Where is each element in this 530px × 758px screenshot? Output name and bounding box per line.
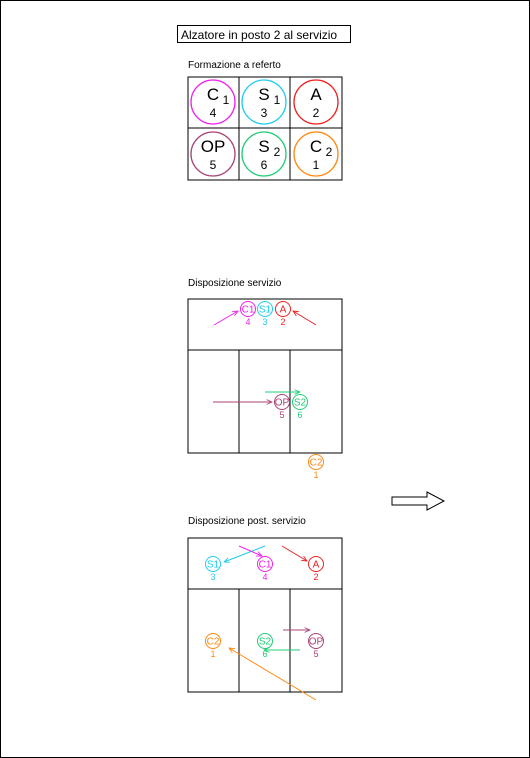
player-number: 1: [210, 649, 215, 659]
transition-arrow-icon: [391, 491, 446, 511]
player-number: 5: [313, 649, 318, 659]
post-player-a: A2: [308, 556, 324, 582]
player-role: A: [310, 85, 322, 104]
serve-label: Disposizione servizio: [188, 278, 282, 289]
player-number: 5: [279, 410, 284, 420]
player-number: 6: [262, 649, 267, 659]
serve-player-s2: S26: [292, 394, 308, 420]
player-marker: [205, 556, 221, 572]
player-name: S1: [259, 305, 272, 316]
player-marker: [205, 633, 221, 649]
player-role: C: [310, 137, 322, 156]
player-role: S: [258, 137, 269, 156]
serve-player-s1: S13: [257, 301, 273, 327]
player-number: 4: [262, 572, 267, 582]
player-number: 1: [313, 470, 318, 480]
page-title: Alzatore in posto 2 al servizio: [177, 25, 351, 43]
player-sub: 2: [326, 145, 333, 159]
player-sub: 2: [274, 145, 281, 159]
player-marker: [274, 394, 290, 410]
player-marker: [275, 301, 291, 317]
player-role: OP: [201, 137, 226, 156]
player-number: 6: [261, 158, 268, 172]
player-name: A: [313, 560, 320, 571]
player-marker: [308, 454, 324, 470]
serve-player-c1: C14: [240, 301, 256, 327]
player-number: 5: [210, 158, 217, 172]
player-marker: [308, 556, 324, 572]
player-marker: [257, 301, 273, 317]
player-sub: 1: [223, 93, 230, 107]
player-name: C1: [259, 560, 272, 571]
player-circle: [293, 131, 339, 177]
player-marker: [308, 633, 324, 649]
player-marker: [240, 301, 256, 317]
serve-player-a: A2: [275, 301, 291, 327]
player-marker: [292, 394, 308, 410]
serve-player-c2: C21: [308, 454, 324, 480]
player-name: C2: [310, 458, 323, 469]
formation-player-3: A2: [293, 79, 339, 125]
player-name: A: [280, 305, 287, 316]
formation-player-4: OP 5: [190, 131, 236, 177]
player-number: 3: [210, 572, 215, 582]
player-number: 2: [280, 317, 285, 327]
post-player-op: OP5: [308, 633, 324, 659]
player-sub: 1: [274, 93, 281, 107]
player-name: OP: [275, 398, 290, 409]
post-player-s1: S13: [205, 556, 221, 582]
player-number: 3: [262, 317, 267, 327]
player-number: 4: [210, 106, 217, 120]
player-number: 1: [313, 158, 320, 172]
player-number: 3: [261, 106, 268, 120]
player-circle: [241, 131, 287, 177]
post-player-c2: C21: [205, 633, 221, 659]
formation-label: Formazione a referto: [188, 60, 281, 71]
post-serve-court: [187, 537, 343, 693]
player-number: 4: [245, 317, 250, 327]
player-marker: [257, 633, 273, 649]
player-circle: [190, 131, 236, 177]
player-role: C: [207, 85, 219, 104]
player-name: S1: [207, 560, 220, 571]
player-name: C2: [207, 637, 220, 648]
post-player-c1: C14: [257, 556, 273, 582]
player-number: 2: [313, 106, 320, 120]
post-serve-label: Disposizione post. servizio: [188, 516, 306, 527]
post-serve-arrows: [224, 545, 317, 701]
player-name: S2: [259, 637, 272, 648]
player-number: 2: [313, 572, 318, 582]
player-number: 6: [297, 410, 302, 420]
player-name: OP: [309, 637, 324, 648]
post-player-s2: S26: [257, 633, 273, 659]
player-marker: [257, 556, 273, 572]
player-name: C1: [242, 305, 255, 316]
player-circle: [241, 79, 287, 125]
serve-arrows: [213, 311, 317, 402]
player-name: S2: [294, 398, 307, 409]
serve-player-op: OP5: [274, 394, 290, 420]
player-circle: [190, 79, 236, 125]
player-role: S: [258, 85, 269, 104]
player-circle: [293, 79, 339, 125]
